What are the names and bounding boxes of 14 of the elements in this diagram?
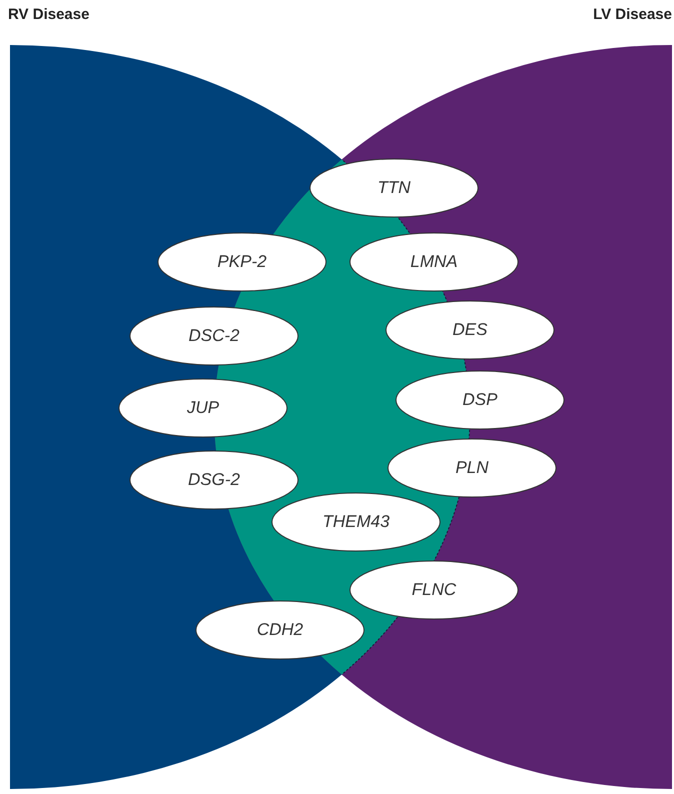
gene-name: PLN xyxy=(455,458,489,478)
gene-name: JUP xyxy=(186,398,220,418)
gene-name: TTN xyxy=(377,178,411,198)
gene-name: DES xyxy=(452,320,488,340)
gene-name: THEM43 xyxy=(322,512,390,532)
region-heading: RV Disease xyxy=(8,6,90,23)
gene-name: DSP xyxy=(462,390,498,410)
gene-name: FLNC xyxy=(412,580,456,600)
gene-name: CDH2 xyxy=(256,620,304,640)
region-heading: LV Disease xyxy=(593,6,672,23)
gene-name: DSC-2 xyxy=(188,326,240,346)
gene-name: DSG-2 xyxy=(188,470,240,490)
gene-name: PKP-2 xyxy=(217,252,267,272)
gene-name: LMNA xyxy=(410,252,458,272)
